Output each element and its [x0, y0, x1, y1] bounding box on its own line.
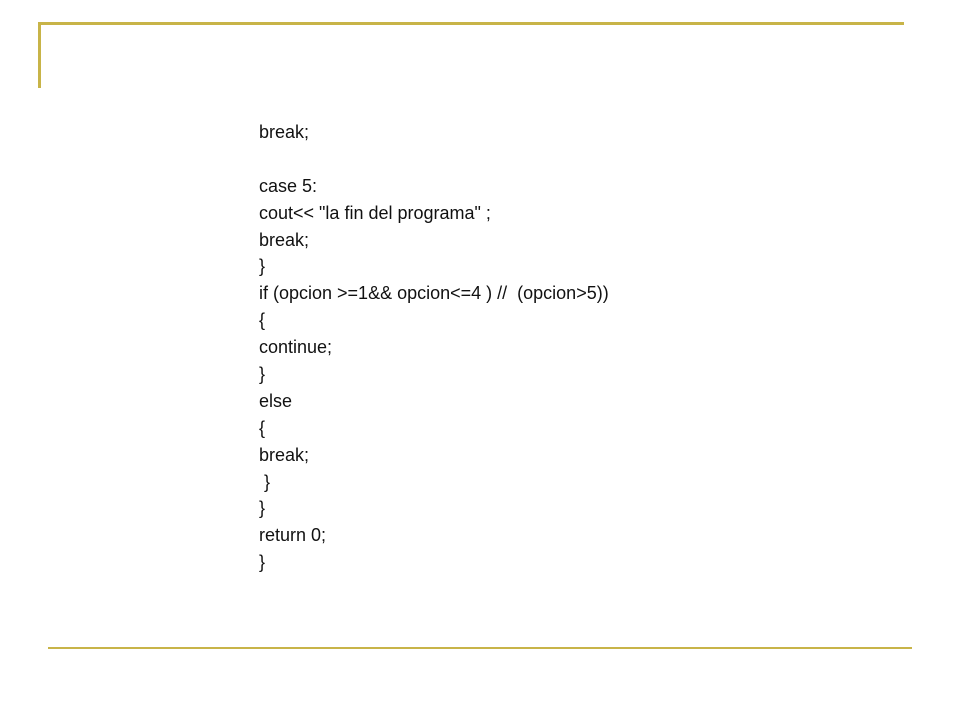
code-line: } [259, 256, 266, 277]
code-line: } [259, 552, 266, 573]
code-line: } [259, 364, 266, 385]
code-line: continue; [259, 337, 333, 358]
code-line [259, 146, 609, 173]
top-accent-rule [40, 22, 904, 25]
code-line: cout<< "la fin del programa" ; [259, 202, 491, 223]
left-accent-rule [38, 22, 41, 88]
bottom-accent-rule [48, 647, 912, 649]
code-line: return 0; [259, 525, 327, 546]
code-line: break; [259, 122, 310, 142]
code-block: break; case 5: cout<< "la fin del progra… [259, 119, 609, 576]
code-line: else [259, 390, 293, 411]
code-line: } [259, 498, 266, 519]
code-line: { [259, 417, 266, 438]
code-line: } [259, 471, 271, 492]
code-line: case 5: [259, 175, 318, 196]
code-line: { [259, 310, 266, 331]
code-line: break; [259, 229, 310, 250]
code-line: break; [259, 444, 310, 465]
code-line: if (opcion >=1&& opcion<=4 ) // (opcion>… [259, 283, 609, 304]
